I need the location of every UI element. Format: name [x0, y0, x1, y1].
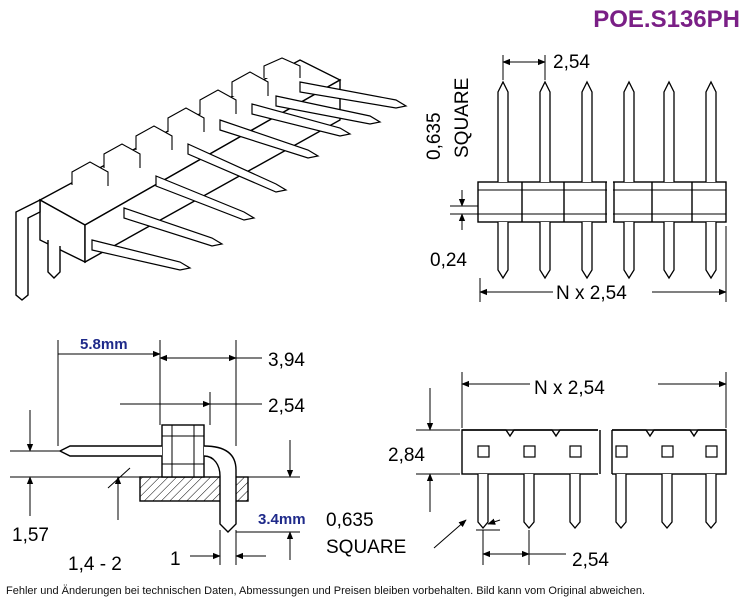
top-pin-size-label: 0,635	[424, 112, 445, 160]
front-view	[416, 372, 727, 565]
top-length-label: N x 2,54	[556, 283, 627, 304]
side-view	[10, 340, 300, 565]
front-pin-size-label: 0,635	[326, 510, 374, 531]
side-blue-dim-label: 5.8mm	[80, 336, 128, 353]
side-1-4-2-label: 1,4 - 2	[68, 554, 122, 575]
side-3-94-label: 3,94	[268, 350, 305, 371]
isometric-view	[15, 57, 408, 301]
top-pin-shape-label: SQUARE	[452, 78, 473, 158]
front-height-label: 2,84	[388, 445, 425, 466]
front-pitch-label: 2,54	[572, 550, 609, 571]
front-pin-shape-label: SQUARE	[326, 537, 406, 558]
front-length-label: N x 2,54	[534, 378, 605, 399]
top-view	[450, 55, 727, 302]
side-1-label: 1	[170, 549, 181, 570]
part-number-title: POE.S136PH	[593, 6, 740, 33]
side-blue-3-4-label: 3.4mm	[258, 511, 306, 528]
side-1-57-label: 1,57	[12, 525, 49, 546]
top-pitch-label: 2,54	[553, 52, 590, 73]
side-2-54-label: 2,54	[268, 396, 305, 417]
disclaimer-text: Fehler und Änderungen bei technischen Da…	[6, 585, 646, 597]
top-offset-label: 0,24	[430, 250, 467, 271]
